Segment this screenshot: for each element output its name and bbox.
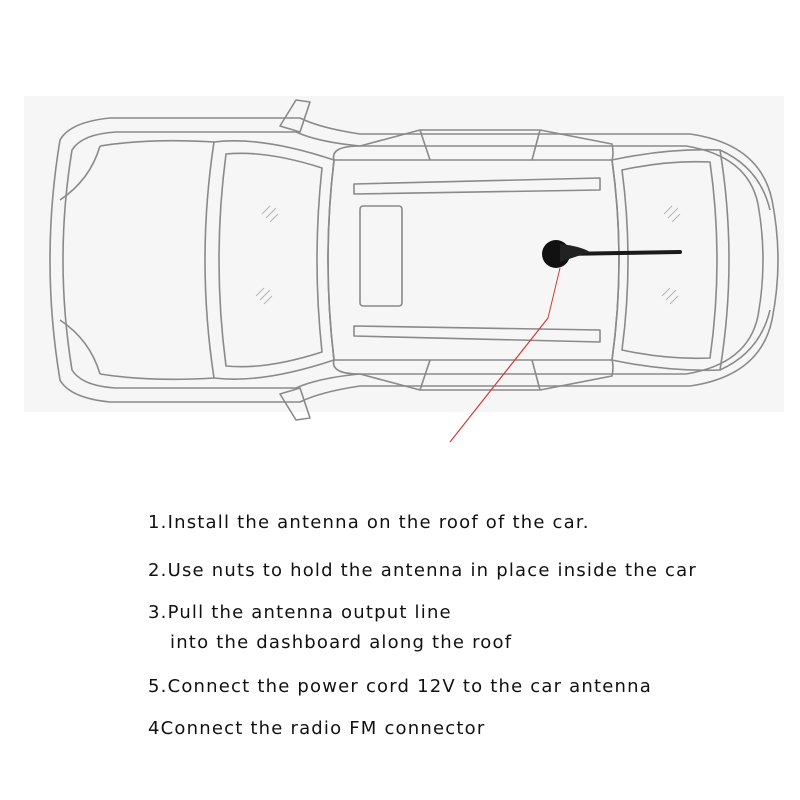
step-1: 1.Install the antenna on the roof of the… — [148, 512, 590, 534]
car-top-view-diagram — [49, 99, 779, 443]
rear-window — [611, 148, 730, 372]
mirror-top — [279, 99, 311, 133]
step-text: Connect the power cord 12V to the car an… — [167, 676, 652, 697]
sunroof — [359, 205, 403, 307]
step-3: 3.Pull the antenna output line into the d… — [148, 602, 512, 654]
antenna-guide-line — [449, 317, 549, 443]
step-5: 5.Connect the power cord 12V to the car … — [148, 676, 652, 698]
step-4: 4Connect the radio FM connector — [148, 718, 485, 740]
step-number: 2. — [148, 560, 168, 581]
mirror-bottom — [279, 387, 311, 421]
step-text: Connect the radio FM connector — [160, 718, 486, 739]
glass-reflections — [255, 205, 681, 305]
car-body — [49, 117, 779, 403]
step-2: 2.Use nuts to hold the antenna in place … — [148, 560, 697, 582]
step-number: 1. — [148, 512, 168, 533]
step-number: 4 — [148, 718, 161, 739]
step-text: Use nuts to hold the antenna in place in… — [167, 560, 697, 581]
step-number: 3. — [148, 602, 168, 623]
step-text: Pull the antenna output line — [167, 602, 452, 623]
roof-rail-bottom — [353, 325, 601, 343]
windshield — [204, 140, 335, 380]
step-number: 5. — [148, 676, 168, 697]
antenna — [542, 240, 682, 268]
step-text: Install the antenna on the roof of the c… — [167, 512, 590, 533]
step-text-continued: into the dashboard along the roof — [170, 632, 513, 653]
roof-rail-top — [353, 177, 601, 195]
car-body-outline — [49, 99, 779, 421]
